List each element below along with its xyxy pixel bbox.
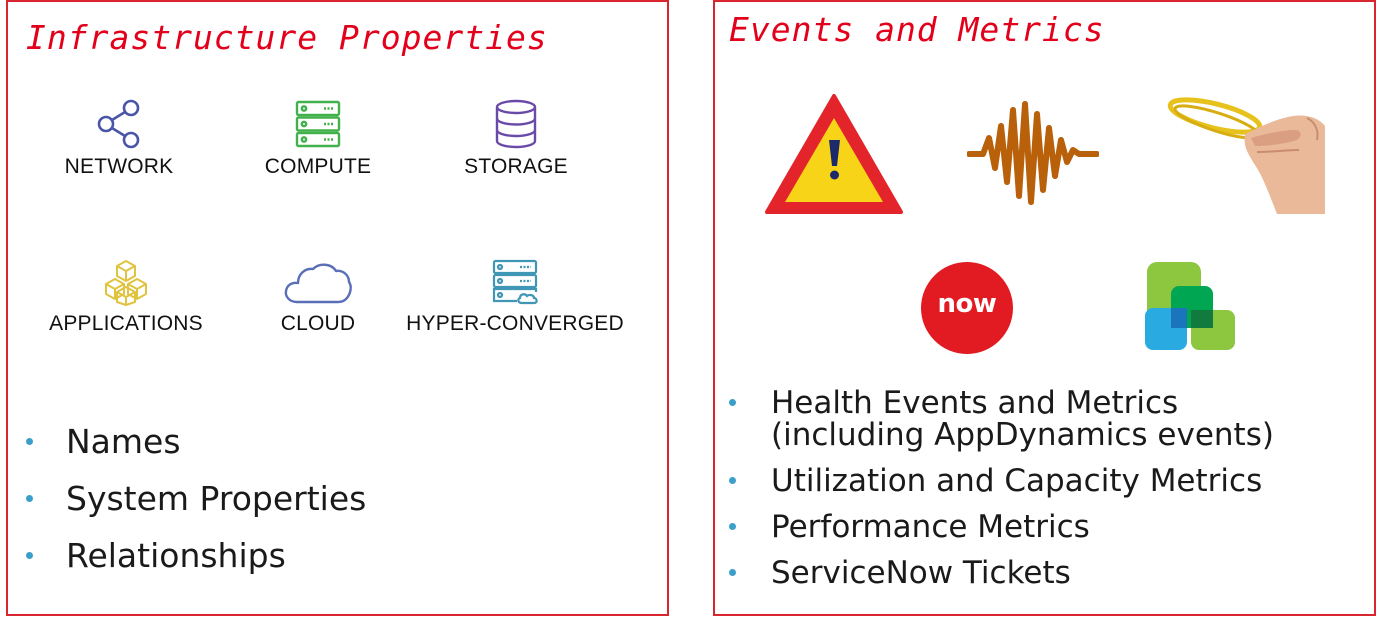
waveform-icon <box>967 101 1099 205</box>
bullet-dot <box>729 399 736 406</box>
events-bullet-list: Health Events and Metrics (including App… <box>729 387 1331 589</box>
bullet-dot <box>26 495 33 502</box>
bullet-dot <box>729 523 736 530</box>
category-cloud: CLOUD <box>198 261 438 336</box>
rubber-band-stretch-photo <box>1167 97 1325 214</box>
category-label: COMPUTE <box>264 155 372 178</box>
bullet-dot <box>26 552 33 559</box>
appdynamics-logo <box>1145 262 1235 350</box>
events-and-metrics-panel: Events and Metrics now Health Events and… <box>713 0 1376 616</box>
cloud-icon <box>284 263 352 304</box>
cubes-icon <box>105 260 147 306</box>
panel-title: Events and Metrics <box>729 10 1105 49</box>
category-label: APPLICATIONS <box>49 312 203 335</box>
list-item: Utilization and Capacity Metrics <box>729 465 1331 497</box>
category-label: HYPER-CONVERGED <box>406 312 624 335</box>
list-item: Health Events and Metrics (including App… <box>729 387 1331 451</box>
server-rack-icon <box>295 100 341 148</box>
bullet-dot <box>26 438 33 445</box>
category-hyper-converged: HYPER-CONVERGED <box>395 258 635 336</box>
servicenow-logo: now <box>921 262 1013 354</box>
panel-title: Infrastructure Properties <box>26 18 548 57</box>
category-label: NETWORK <box>64 155 174 178</box>
category-network: NETWORK <box>0 99 239 179</box>
bullet-dot <box>729 569 736 576</box>
warning-triangle-icon <box>765 94 903 214</box>
category-storage: STORAGE <box>396 99 636 179</box>
category-compute: COMPUTE <box>198 99 438 179</box>
list-item: ServiceNow Tickets <box>729 557 1331 589</box>
bullet-dot <box>729 477 736 484</box>
share-network-icon <box>97 99 140 149</box>
category-label: CLOUD <box>280 312 356 335</box>
server-cloud-icon <box>492 259 538 305</box>
servicenow-logo-text: now <box>937 289 997 319</box>
list-item: Performance Metrics <box>729 511 1331 543</box>
category-applications: APPLICATIONS <box>6 258 246 336</box>
category-label: STORAGE <box>464 155 568 178</box>
database-icon <box>495 99 537 149</box>
infrastructure-properties-panel: Infrastructure Properties NETWORK <box>6 0 669 616</box>
